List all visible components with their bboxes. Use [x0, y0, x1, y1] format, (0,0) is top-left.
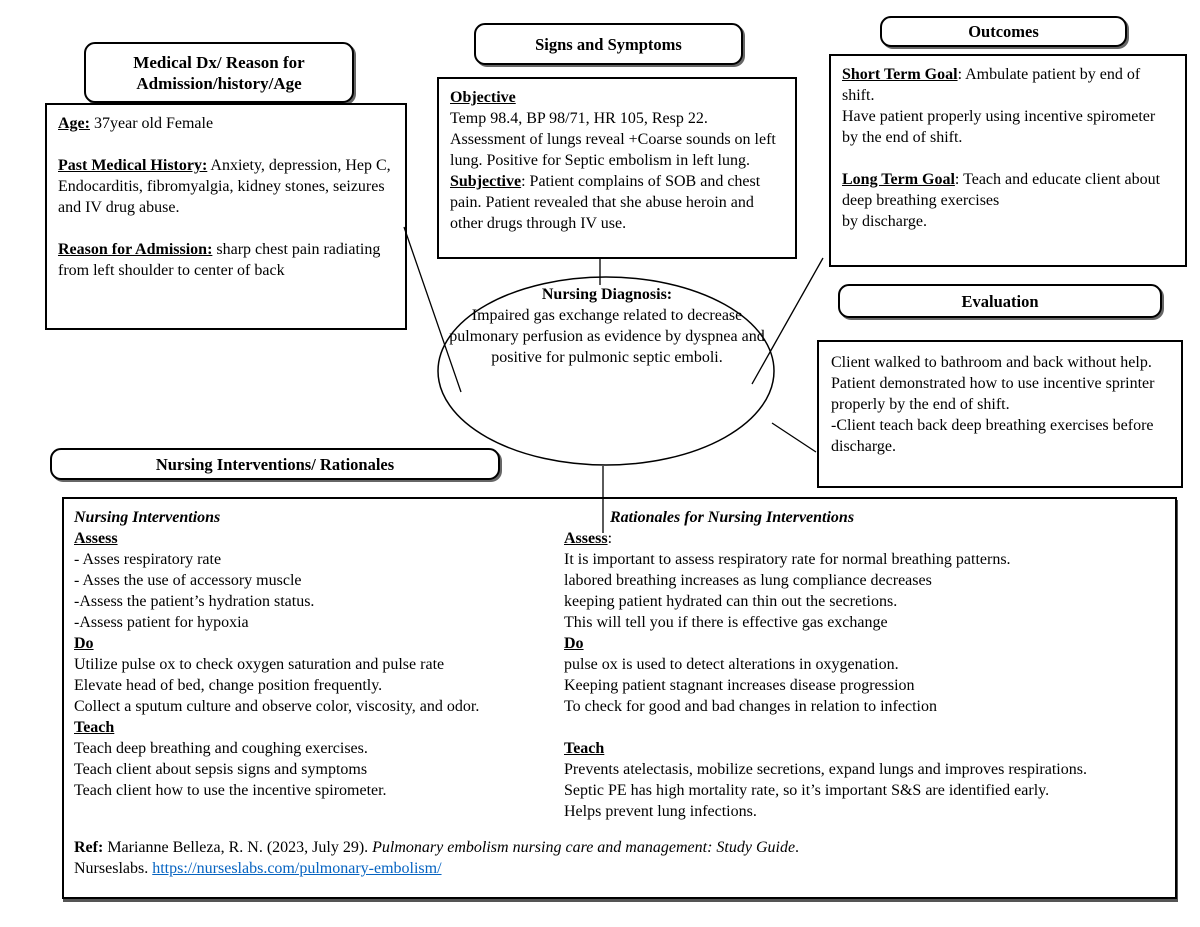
rationale-line: It is important to assess respiratory ra… — [564, 551, 1011, 568]
rationale-line: Septic PE has high mortality rate, so it… — [564, 782, 1050, 799]
reference-line1: Ref: Marianne Belleza, R. N. (2023, July… — [74, 837, 1154, 858]
reason-for-admission: Reason for Admission: sharp chest pain r… — [58, 239, 394, 281]
nursing-diagnosis-label: Nursing Diagnosis: — [541, 286, 673, 303]
evaluation-line: Patient demonstrated how to use incentiv… — [831, 375, 1155, 413]
evaluation-line: -Client teach back deep breathing exerci… — [831, 417, 1154, 455]
rationale-line: pulse ox is used to detect alterations i… — [564, 656, 899, 673]
signs-symptoms-title-box: Signs and Symptoms — [474, 23, 743, 65]
rationale-line: Prevents atelectasis, mobilize secretion… — [564, 761, 1087, 778]
rationale-line: Keeping patient stagnant increases disea… — [564, 677, 915, 694]
nursing-interventions-column: Nursing Interventions Assess - Asses res… — [74, 507, 570, 801]
intervention-line: Teach deep breathing and coughing exerci… — [74, 740, 368, 757]
long-term-goal-label: Long Term Goal — [842, 171, 955, 188]
subjective-text: : Patient complains of SOB and chest pai… — [450, 173, 761, 232]
rationale-line: keeping patient hydrated can thin out th… — [564, 593, 898, 610]
rationales-column: Rationales for Nursing Interventions Ass… — [564, 507, 1164, 822]
interventions-title-box: Nursing Interventions/ Rationales — [50, 448, 500, 480]
ref-after-italic: . — [795, 839, 800, 856]
spacer — [564, 717, 1164, 738]
intervention-line: -Assess the patient’s hydration status. — [74, 593, 315, 610]
reference-section: Ref: Marianne Belleza, R. N. (2023, July… — [74, 837, 1154, 879]
ref-source: Nurseslabs. — [74, 860, 153, 877]
long-term-goal: Long Term Goal: Teach and educate client… — [842, 169, 1174, 211]
short-term-goal-label: Short Term Goal — [842, 66, 958, 83]
reference-link[interactable]: https://nurseslabs.com/pulmonary-embolis… — [152, 860, 442, 877]
intervention-line: Teach client about sepsis signs and symp… — [74, 761, 368, 778]
assess-heading: Assess — [74, 530, 118, 547]
medical-dx-title-line2: Admission/history/Age — [136, 73, 302, 93]
nursing-diagnosis-statement: Impaired gas exchange related to decreas… — [449, 307, 765, 366]
intervention-line: -Assess patient for hypoxia — [74, 614, 249, 631]
rationales-heading: Rationales for Nursing Interventions — [610, 509, 855, 526]
admission-text: sharp chest pain radiating from left sho… — [58, 241, 381, 279]
intervention-line: Utilize pulse ox to check oxygen saturat… — [74, 656, 445, 673]
outcomes-title: Outcomes — [968, 22, 1039, 41]
interventions-left-heading: Nursing Interventions — [74, 509, 221, 526]
medical-dx-content-box: Age: 37year old Female Past Medical Hist… — [45, 103, 407, 330]
pmh-label: Past Medical History: — [58, 157, 208, 174]
intervention-line: Teach client how to use the incentive sp… — [74, 782, 387, 799]
interventions-content-box: Nursing Interventions Assess - Asses res… — [62, 497, 1177, 899]
short-term-goal-text: : Ambulate patient by end of shift. — [842, 66, 1141, 104]
evaluation-title-box: Evaluation — [838, 284, 1162, 318]
long-term-goal-text: : Teach and educate client about deep br… — [842, 171, 1161, 209]
spacer — [58, 134, 394, 155]
rationale-line: Helps prevent lung infections. — [564, 803, 757, 820]
intervention-line: Elevate head of bed, change position fre… — [74, 677, 383, 694]
outcomes-title-box: Outcomes — [880, 16, 1127, 47]
rationale-line: To check for good and bad changes in rel… — [564, 698, 937, 715]
intervention-line: - Asses respiratory rate — [74, 551, 222, 568]
short-term-goal-text2: Have patient properly using incentive sp… — [842, 108, 1156, 146]
evaluation-line: Client walked to bathroom and back witho… — [831, 354, 1152, 371]
signs-symptoms-content-box: Objective Temp 98.4, BP 98/71, HR 105, R… — [437, 77, 797, 259]
rationale-line: labored breathing increases as lung comp… — [564, 572, 932, 589]
spacer — [842, 148, 1174, 169]
short-term-goal: Short Term Goal: Ambulate patient by end… — [842, 64, 1174, 106]
ref-label: Ref: — [74, 839, 104, 856]
subjective-label: Subjective — [450, 173, 522, 190]
pmh-text: Anxiety, depression, Hep C, Endocarditis… — [58, 157, 391, 216]
interventions-title: Nursing Interventions/ Rationales — [155, 454, 395, 474]
rationale-line: This will tell you if there is effective… — [564, 614, 888, 631]
signs-symptoms-title: Signs and Symptoms — [535, 34, 682, 54]
objective-label: Objective — [450, 89, 516, 106]
do-heading: Do — [74, 635, 94, 652]
long-term-goal-text2: by discharge. — [842, 213, 928, 230]
age-text: 37year old Female — [89, 115, 214, 132]
connector-diagnosis-evaluation — [771, 422, 817, 453]
age-line: Age: 37year old Female — [58, 113, 394, 134]
intervention-line: Collect a sputum culture and observe col… — [74, 698, 480, 715]
past-medical-history: Past Medical History: Anxiety, depressio… — [58, 155, 394, 218]
teach-heading: Teach — [74, 719, 115, 736]
admission-label: Reason for Admission: — [58, 241, 213, 258]
age-label: Age: — [58, 115, 90, 132]
ref-text: Marianne Belleza, R. N. (2023, July 29). — [103, 839, 373, 856]
evaluation-title: Evaluation — [961, 291, 1039, 311]
medical-dx-title-box: Medical Dx/ Reason for Admission/history… — [84, 42, 354, 103]
nursing-diagnosis-text: Nursing Diagnosis: Impaired gas exchange… — [446, 284, 768, 368]
objective-text: Temp 98.4, BP 98/71, HR 105, Resp 22. As… — [450, 110, 776, 169]
evaluation-content-box: Client walked to bathroom and back witho… — [817, 340, 1183, 488]
rationales-teach-heading: Teach — [564, 740, 605, 757]
reference-line2: Nurseslabs. https://nurseslabs.com/pulmo… — [74, 858, 1154, 879]
ref-title-italic: Pulmonary embolism nursing care and mana… — [372, 839, 796, 856]
subjective-line: Subjective: Patient complains of SOB and… — [450, 171, 784, 234]
medical-dx-title-line1: Medical Dx/ Reason for — [133, 52, 305, 72]
rationales-do-heading: Do — [564, 635, 584, 652]
outcomes-content-box: Short Term Goal: Ambulate patient by end… — [829, 54, 1187, 267]
rationales-assess-heading: Assess: — [564, 530, 613, 547]
spacer — [58, 218, 394, 239]
intervention-line: - Asses the use of accessory muscle — [74, 572, 302, 589]
